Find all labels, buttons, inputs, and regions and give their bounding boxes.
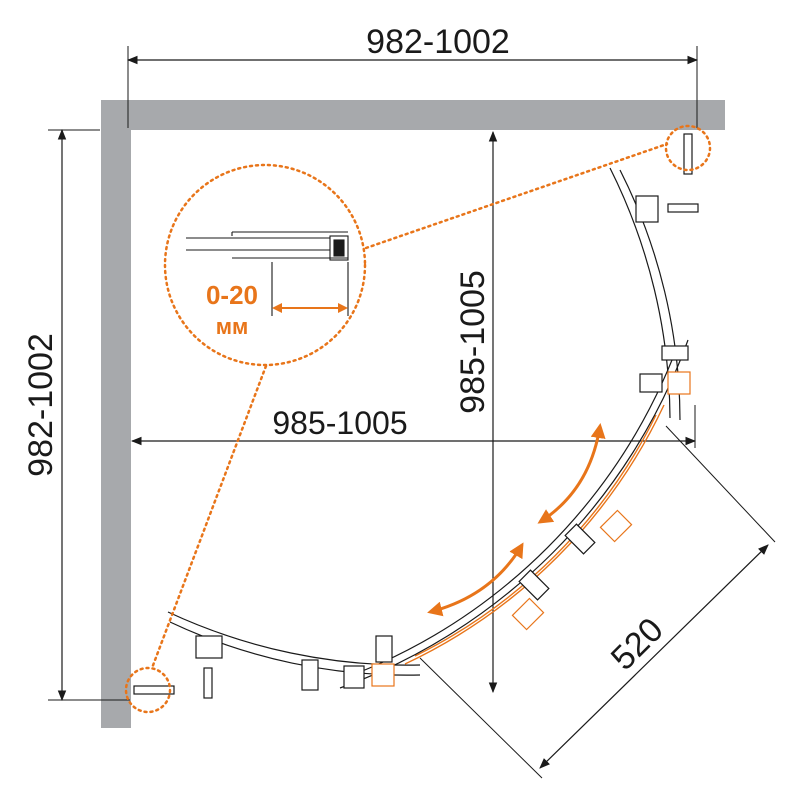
- bracket-left-bottom: [203, 667, 213, 699]
- hardware: [195, 195, 699, 699]
- sliding-door-2: [414, 414, 657, 657]
- back-wall: [101, 100, 725, 130]
- wall-profile-left: [133, 685, 175, 695]
- dimension-inner-height: 985-1005: [454, 130, 498, 694]
- roller-right-1: [661, 345, 689, 361]
- side-wall: [101, 100, 131, 728]
- roller-left-1: [301, 659, 319, 691]
- adjust-unit-label: мм: [216, 314, 249, 339]
- inner-height-label: 985-1005: [454, 270, 492, 414]
- wall-profile-right: [683, 133, 693, 175]
- left-height-label: 982-1002: [22, 333, 60, 477]
- roller-left-2: [343, 665, 365, 689]
- leader-left: [150, 364, 268, 670]
- dimension-door-width: 520: [419, 425, 776, 779]
- sliding-rail: [339, 339, 689, 689]
- handle-block-2: [599, 509, 633, 543]
- detail-marker-left: [124, 666, 172, 714]
- leader-right: [364, 142, 669, 250]
- bracket-right-top: [667, 203, 699, 213]
- dimension-inner-width: 985-1005: [130, 405, 697, 448]
- door-width-label: 520: [604, 611, 671, 678]
- handle-1: [518, 569, 550, 601]
- sliding-door-1: [404, 404, 665, 665]
- handle-block-1: [511, 597, 545, 631]
- detail-circle: [163, 163, 367, 367]
- handle-2: [564, 523, 596, 555]
- roller-right-2: [639, 373, 663, 393]
- detail-marker-right: [664, 124, 712, 172]
- sliding-arrow-upper: [537, 423, 606, 524]
- connector-left-bottom: [195, 635, 223, 659]
- sliding-arrows: [427, 423, 606, 617]
- profile-detail: [186, 231, 349, 316]
- roller-right-3: [667, 371, 691, 395]
- connector-right-top: [635, 195, 659, 223]
- roller-left-4: [371, 663, 395, 687]
- roller-left-3: [375, 635, 393, 663]
- dimension-top-width: 982-1002: [126, 23, 699, 128]
- inner-width-label: 985-1005: [272, 405, 407, 441]
- top-width-label: 982-1002: [366, 23, 510, 61]
- sliding-arrow-lower: [427, 542, 524, 617]
- wall-profiles: [133, 133, 693, 695]
- detail-callout: 0-20 мм: [124, 124, 712, 714]
- adjust-range-label: 0-20: [206, 280, 258, 310]
- sliding-rail-inner: [359, 359, 673, 673]
- walls: [101, 100, 725, 728]
- dimension-left-height: 982-1002: [22, 128, 130, 702]
